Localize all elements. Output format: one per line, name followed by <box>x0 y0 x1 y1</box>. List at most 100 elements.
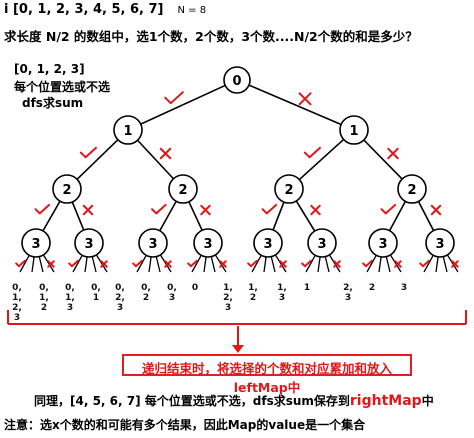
skip-cross-mark <box>47 260 55 268</box>
leaf-edge <box>214 254 227 273</box>
leaf-edge <box>324 256 330 273</box>
tree-edge <box>363 139 403 180</box>
select-check-mark <box>362 259 373 268</box>
skip-cross-mark <box>394 260 402 268</box>
leaf-edge <box>317 256 321 273</box>
leaf-subset-label: 0, <box>91 283 101 293</box>
leaf-edge <box>31 256 35 273</box>
tree-node <box>138 228 168 258</box>
skip-cross-mark <box>451 260 459 268</box>
leaf-edge <box>435 256 439 273</box>
skip-cross-mark <box>100 260 108 268</box>
select-check-mark <box>68 259 79 268</box>
tree-node-label: 3 <box>148 237 157 252</box>
leaf-subset-label: 0, <box>115 283 125 293</box>
tree-node-label: 1 <box>123 124 132 139</box>
tree-node <box>21 228 51 258</box>
leaf-subset-label: 0 <box>192 283 198 293</box>
right-note-prefix: 同理，[4, 5, 6, 7] 每个位置选或不选，dfs求sum保存到 <box>34 394 350 408</box>
tree-node <box>52 174 82 204</box>
select-check-mark <box>15 259 26 268</box>
tree-edge <box>42 200 61 232</box>
tree-node-label: 2 <box>284 183 293 198</box>
leaf-subset-label: 1, <box>65 293 75 303</box>
tree-edge <box>76 139 119 180</box>
leaf-edge <box>72 254 83 273</box>
skip-cross-mark <box>430 204 442 216</box>
leaf-edge <box>19 254 30 273</box>
leaf-subset-label: 3 <box>225 303 231 313</box>
skip-cross-mark <box>159 147 172 160</box>
tree-edge <box>188 201 203 231</box>
skip-cross-mark <box>310 204 321 216</box>
right-note-suffix: 中 <box>421 394 434 408</box>
tree-node-label: 3 <box>263 237 272 252</box>
right-half-note: 同理，[4, 5, 6, 7] 每个位置选或不选，dfs求sum保存到right… <box>34 392 434 409</box>
leaf-edge <box>385 256 391 273</box>
tree-edge <box>298 138 345 181</box>
select-check-mark <box>380 203 397 215</box>
tree-node-label: 3 <box>378 237 387 252</box>
leaf-edge <box>203 256 207 273</box>
tree-node <box>193 228 223 258</box>
tree-edge <box>159 200 177 232</box>
tree-node <box>368 228 398 258</box>
leaf-subset-label: 3 <box>169 293 175 303</box>
skip-cross-mark <box>82 204 94 216</box>
tree-node-label: 3 <box>84 237 93 252</box>
select-check-mark <box>151 203 167 215</box>
left-note-line1: 每个位置选或不选 <box>14 80 111 94</box>
tree-edge <box>71 201 85 231</box>
tree-node <box>274 174 304 204</box>
leaf-edge <box>366 254 377 273</box>
leaf-edge <box>446 254 459 273</box>
skip-cross-mark <box>333 260 341 268</box>
select-check-mark <box>247 259 258 268</box>
tree-edge <box>140 84 226 125</box>
tree-edge <box>295 200 316 232</box>
tree-node-label: 0 <box>232 74 241 89</box>
leaf-subset-label: 2, <box>12 303 22 313</box>
skip-cross-mark <box>387 147 399 160</box>
tree-node-label: 1 <box>349 124 358 139</box>
leaf-edge <box>38 256 44 273</box>
tree-node-label: 3 <box>317 237 326 252</box>
leaf-edge <box>136 254 147 273</box>
tree-node-label: 2 <box>407 183 416 198</box>
leaf-edge <box>251 254 262 273</box>
tree-node <box>397 174 427 204</box>
leaf-subset-label: 0, <box>12 283 22 293</box>
select-check-mark <box>34 203 51 215</box>
array-title: i [0, 1, 2, 3, 4, 5, 6, 7]N = 8 <box>4 2 206 17</box>
leaf-subset-label: 3 <box>14 313 20 323</box>
leaf-subset-label: 1, <box>12 293 22 303</box>
select-check-mark <box>301 259 312 268</box>
final-note: 注意：选x个数的和可能有多个结果，因此Map的value是一个集合 <box>4 418 366 432</box>
choice-marks <box>15 91 459 268</box>
leaf-subset-label: 1, <box>248 283 258 293</box>
right-map-name: rightMap <box>349 393 422 409</box>
tree-node <box>168 174 198 204</box>
leaf-subset-label: 2 <box>41 303 47 313</box>
leaf-subset-label: 3 <box>117 303 123 313</box>
left-map-box: 递归结束时，将选择的个数和对应累加和放入leftMap中 <box>122 354 412 395</box>
n-label: N = 8 <box>177 5 207 16</box>
skip-cross-mark <box>298 92 312 106</box>
leaf-subset-label: 2, <box>223 293 233 303</box>
leaf-edge <box>84 256 88 273</box>
skip-cross-mark <box>279 260 287 268</box>
skip-cross-mark <box>164 260 172 268</box>
tree-node <box>113 115 143 145</box>
select-check-mark <box>303 146 322 159</box>
leaf-subset-label: 2 <box>143 293 149 303</box>
leaf-subset-label: 2 <box>250 293 256 303</box>
select-check-mark <box>419 259 430 268</box>
question-text: 求长度 N/2 的数组中，选1个数，2个数，3个数....N/2个数的和是多少？ <box>4 29 418 44</box>
select-check-mark <box>187 259 198 268</box>
tree-edge <box>136 139 175 180</box>
tree-edges <box>19 84 459 273</box>
leaf-edge <box>305 254 316 273</box>
leaf-subset-label: 2, <box>343 283 353 293</box>
